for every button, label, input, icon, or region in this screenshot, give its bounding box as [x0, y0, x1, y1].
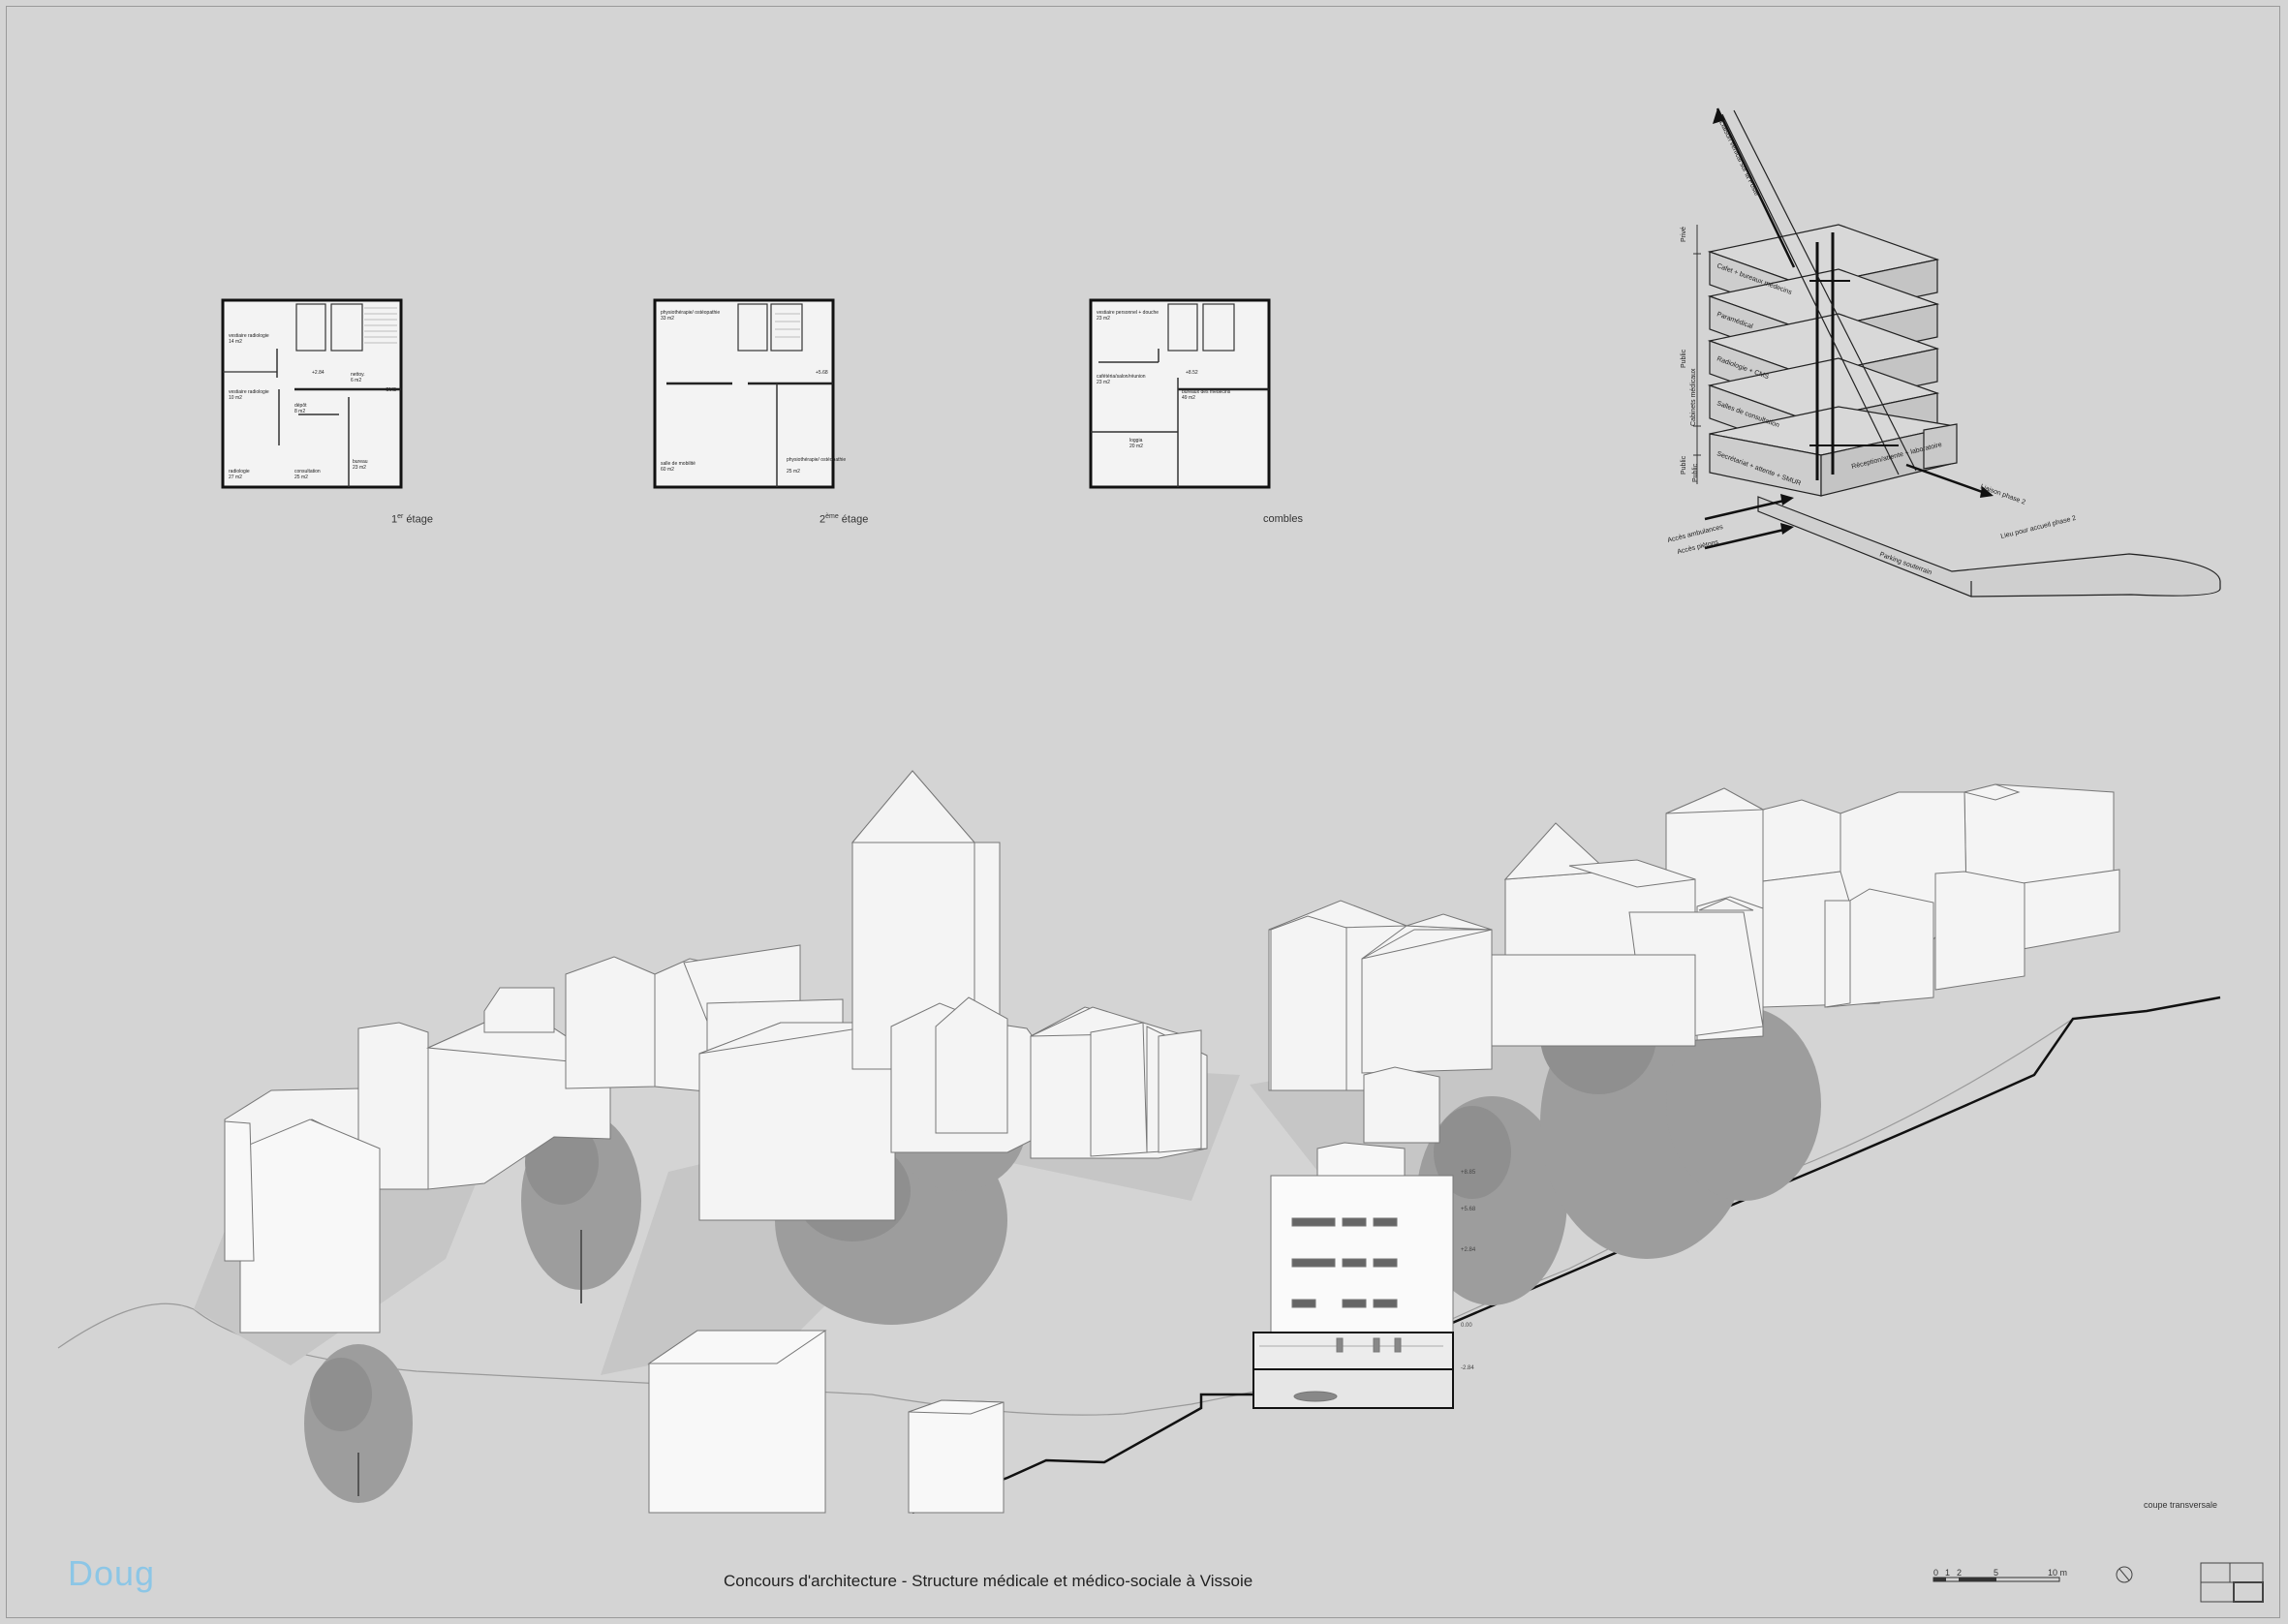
plan1-room-name: radiologie — [229, 469, 250, 475]
plan1-room-area: 27 m2 — [229, 475, 242, 480]
plan3-room-name: cafétéria/salon/réunion — [1097, 374, 1146, 380]
plan2-room-area: 33 m2 — [661, 316, 674, 322]
sheet-frame — [6, 6, 2280, 1618]
plan3-room-name: vestiaire personnel + douche — [1097, 310, 1159, 316]
plan3-level: +8.52 — [1186, 370, 1198, 376]
plan3-room-area: 23 m2 — [1097, 316, 1110, 322]
floor-plan-3: vestiaire personnel + douche 23 m2 cafét… — [1089, 298, 1271, 489]
section-label: coupe transversale — [2144, 1500, 2218, 1510]
plan3-room-area: 20 m2 — [1129, 444, 1143, 449]
floor-plan-1: vestiaire radiologie 14 m2 vestiaire rad… — [221, 298, 403, 489]
axo-side-label: Public — [1681, 455, 1687, 475]
plan2-room-name: physiothérapie/ ostéopathie — [787, 457, 846, 463]
level-marker: -2.84 — [1461, 1365, 1474, 1371]
floor-plan-2: physiothérapie/ ostéopathie 33 m2 salle … — [653, 298, 846, 489]
buildings — [224, 770, 2120, 1514]
plan1-room-area: 25 m2 — [294, 475, 308, 480]
logo: Doug — [68, 1553, 156, 1593]
north-arrow-icon — [2116, 1566, 2133, 1583]
axo-top-label: Liaison vertical sur la Poste — [1717, 120, 1760, 198]
level-markers: +8.85 +5.68 +2.84 0.00 -2.84 — [1461, 1170, 1476, 1371]
plan-caption-2: 2ème étage — [819, 513, 869, 526]
plan3-room-name: bureaux des médecins — [1182, 389, 1231, 395]
plan1-room-name: vestiaire radiologie — [229, 333, 269, 339]
sheet-index-icon — [2200, 1562, 2264, 1603]
plan1-room-area: 8 m2 — [294, 409, 305, 414]
scale-tick: 2 — [1957, 1568, 1962, 1578]
window — [1291, 1217, 1398, 1308]
plan1-room-area: 10 m2 — [229, 395, 242, 401]
plan2-room-area: 60 m2 — [661, 467, 674, 473]
plan1-room-area: 14 m2 — [229, 339, 242, 345]
plan1-room-name: dépôt — [294, 403, 307, 409]
plan2-room-name: physiothérapie/ ostéopathie — [661, 310, 720, 316]
plan1-room-name: bureau — [353, 459, 368, 465]
tree — [304, 1344, 413, 1503]
scale-tick: 1 — [1945, 1568, 1950, 1578]
scale-bar: 0 1 2 5 10 m — [1932, 1568, 2067, 1582]
landscape-section: +8.85 +5.68 +2.84 0.00 -2.84 — [57, 770, 2221, 1515]
plan3-room-name: loggia — [1129, 438, 1143, 444]
tree — [521, 1112, 641, 1303]
sheet-title: Concours d'architecture - Structure médi… — [724, 1572, 1253, 1590]
axo-side-label: Privé — [1681, 227, 1687, 242]
axo-annotation: Lieu pour accueil phase 2 — [2000, 515, 2077, 540]
level-marker: 0.00 — [1461, 1323, 1472, 1329]
plan1-tag: CMS — [386, 387, 397, 393]
plan3-room-area: 49 m2 — [1182, 395, 1195, 401]
scale-tick: 10 m — [2048, 1568, 2067, 1578]
level-marker: +8.85 — [1461, 1170, 1476, 1176]
level-marker: +2.84 — [1461, 1247, 1476, 1253]
plan-caption-3: combles — [1263, 513, 1303, 525]
plan1-room-name: nettoy. — [351, 372, 365, 378]
axo-side-label: Cabinets médicaux — [1690, 368, 1697, 426]
project-building — [1252, 1142, 1454, 1409]
plan3-room-area: 23 m2 — [1097, 380, 1110, 385]
plan-caption-1: 1er étage — [391, 513, 433, 526]
plan2-level: +5.68 — [816, 370, 828, 376]
axo-side-label: Public — [1692, 463, 1699, 482]
plan2-room-name: salle de mobilité — [661, 461, 696, 467]
plan2-room-area: 25 m2 — [787, 469, 800, 475]
plan1-room-name: consultation — [294, 469, 321, 475]
plan1-room-area: 6 m2 — [351, 378, 361, 383]
plan1-room-area: 23 m2 — [353, 465, 366, 471]
scale-tick: 5 — [1994, 1568, 1998, 1578]
scale-tick: 0 — [1933, 1568, 1938, 1578]
plan1-room-name: vestiaire radiologie — [229, 389, 269, 395]
axo-side-label: Public — [1681, 349, 1687, 368]
axonometric-diagram — [1693, 107, 2221, 598]
level-marker: +5.68 — [1461, 1207, 1476, 1212]
plan1-level: +2.84 — [312, 370, 325, 376]
